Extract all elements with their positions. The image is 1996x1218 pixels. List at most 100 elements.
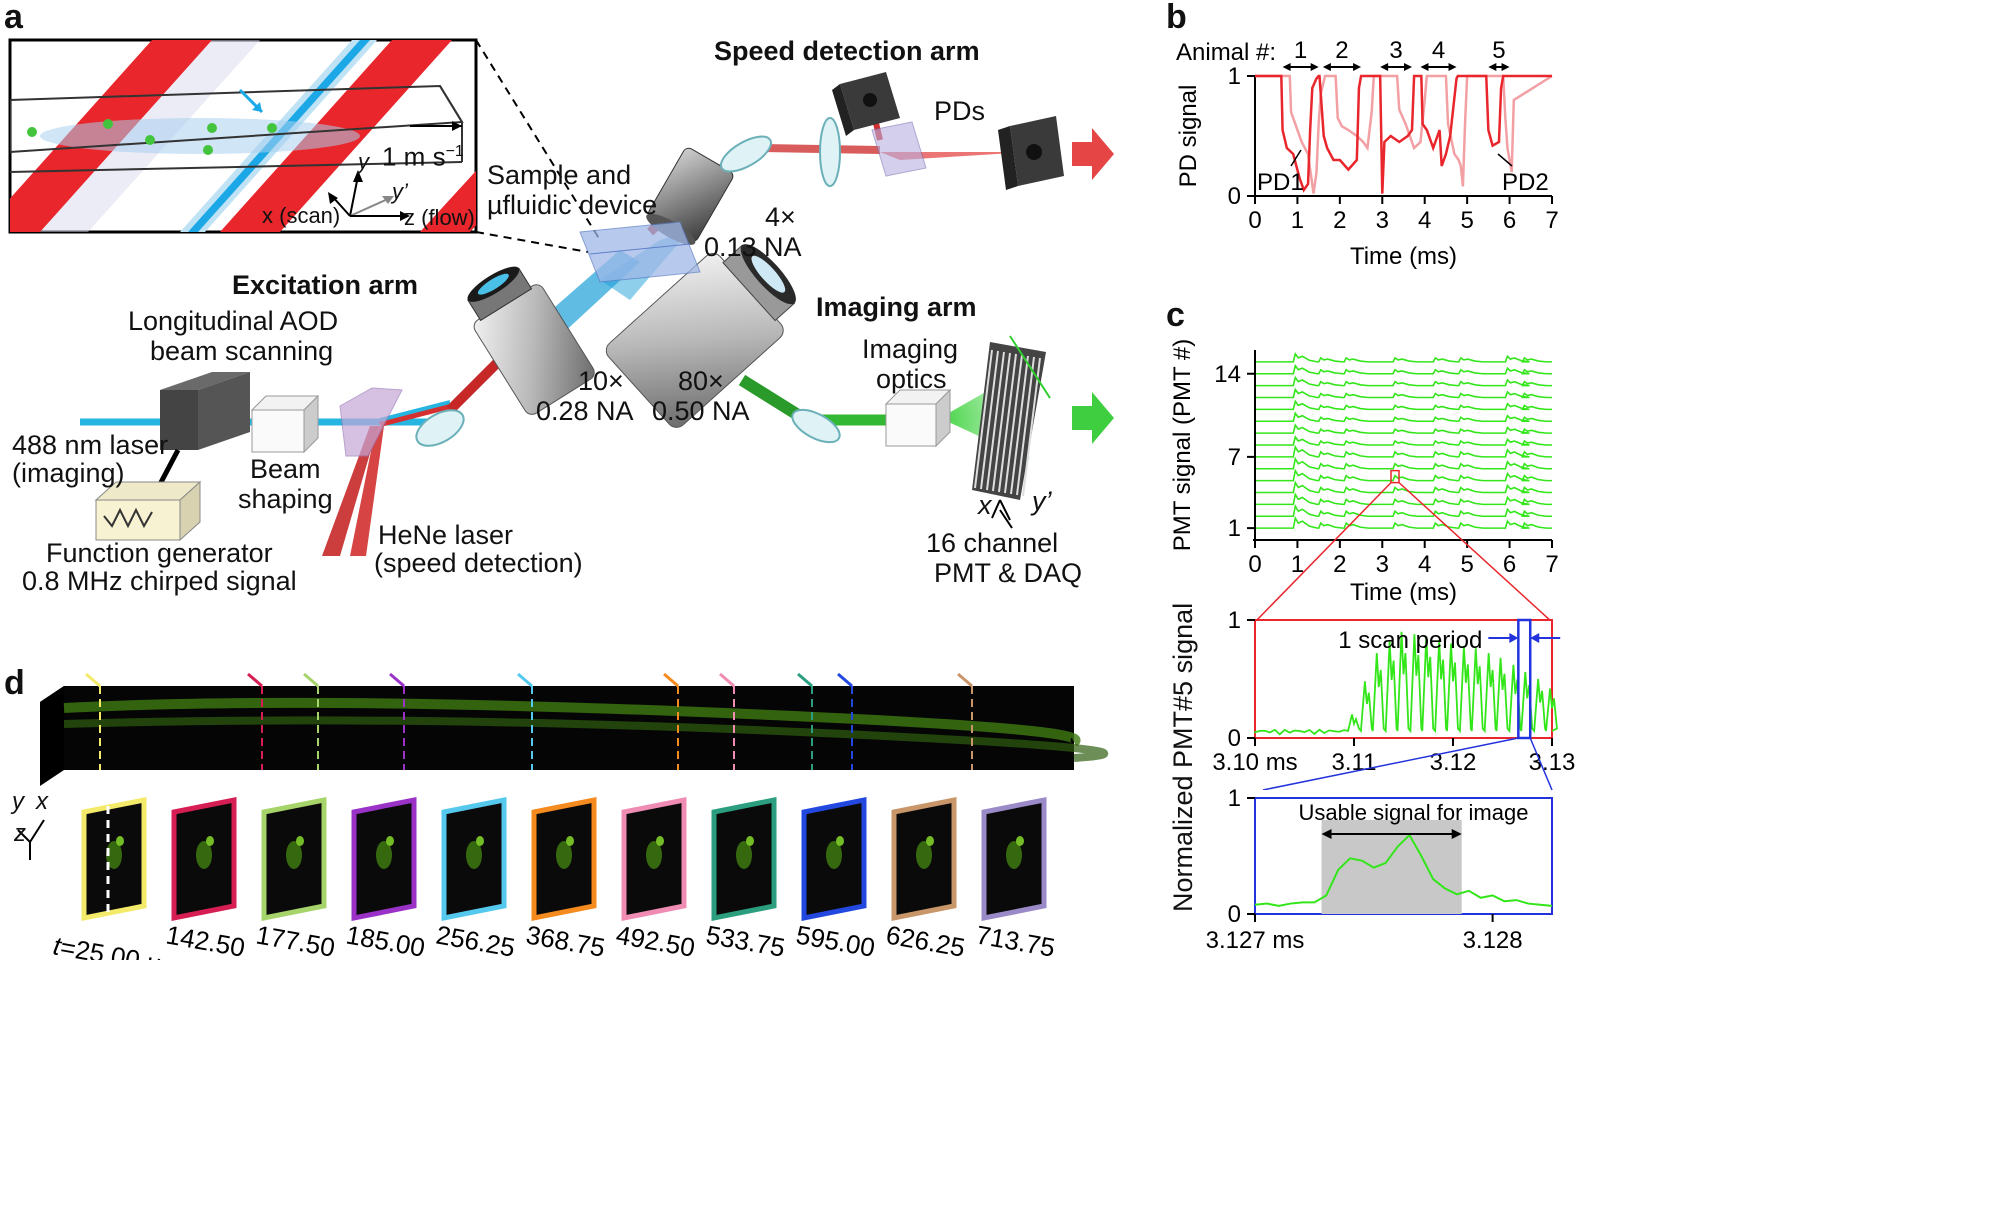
c-bot-usable-arrowhead-right (1451, 829, 1462, 839)
inset-speed: 1 m s−1 (382, 141, 464, 172)
setup-diagram (8, 38, 1114, 556)
d-strip-marker-top (957, 672, 973, 688)
b-legend-pd2: PD2 (1502, 169, 1549, 196)
c-top-xlabel: Time (ms) (1350, 579, 1457, 606)
aod-device (155, 372, 250, 490)
c-top-xtick-label: 1 (1291, 551, 1304, 578)
d-frame-signal-bright (116, 836, 124, 846)
d-frame-signal (916, 841, 932, 869)
c-top-zoom-box (1390, 469, 1400, 484)
objective-80x (605, 244, 796, 428)
d-strip-marker-top (389, 672, 405, 688)
b-ytick-label: 1 (1228, 63, 1241, 90)
d-strip-marker-top (719, 672, 735, 688)
c-top-channel-trace (1255, 504, 1552, 518)
d-strip-marker-top (663, 672, 679, 688)
sample-label-2: µfluidic device (487, 190, 658, 220)
c-top-zoom-line-right (1398, 482, 1551, 620)
d-frame-signal (466, 841, 482, 869)
b-animal-label: Animal #: (1176, 39, 1276, 66)
c-mid-period-arrowhead-left (1509, 633, 1519, 643)
c-normalized-ylabel: Normalized PMT#5 signal (1168, 602, 1198, 912)
inset-axis-yp: y’ (392, 179, 408, 204)
pmt-axis-y: y’ (1032, 486, 1052, 516)
c-mid-zoom-line-right (1529, 737, 1553, 790)
d-strip-marker-top (247, 672, 263, 688)
b-xtick-label: 2 (1333, 207, 1346, 234)
d-strip-signal (63, 697, 1081, 747)
hene-label: HeNe laser (378, 520, 514, 550)
d-frame-signal (376, 841, 392, 869)
d-frame-time: 533.75 (704, 919, 788, 960)
d-strip-marker-top (837, 672, 853, 688)
d-axis-y: y (12, 788, 24, 815)
inset-axis-z: z (flow) (404, 205, 475, 230)
obj10-mag: 10× (578, 366, 624, 396)
c-top-channel-trace (1255, 515, 1552, 529)
pds-label: PDs (934, 96, 986, 126)
beam-shaping-box (250, 394, 320, 454)
b-pd2-pointer (1497, 153, 1513, 167)
b-animal-arrowhead (1322, 63, 1331, 71)
b-animal-arrowhead (1310, 63, 1319, 71)
b-animal-arrowhead (1403, 63, 1412, 71)
c-mid-zoom-line-left (1262, 737, 1519, 790)
b-series-pd1 (1255, 74, 1552, 194)
inset-axis-x: x (scan) (262, 203, 341, 228)
c-top-ytick-label: 7 (1228, 444, 1241, 471)
c-mid-annotation: 1 scan period (1338, 627, 1482, 654)
imaging-arm-title: Imaging arm (816, 292, 977, 322)
d-frame-signal-bright (566, 836, 574, 846)
d-frame-signal-bright (1016, 836, 1024, 846)
d-axis-z: z (14, 820, 26, 847)
d-strip-signal-2 (63, 716, 1109, 762)
c-top-channel-trace (1255, 375, 1552, 387)
c-top-ytick-label: 14 (1214, 361, 1241, 388)
d-frame-time: 713.75 (974, 919, 1058, 960)
b-animal-number: 5 (1492, 37, 1505, 64)
b-animal-arrowhead (1353, 63, 1362, 71)
d-frame-signal (196, 841, 212, 869)
c-bot-ytick-label: 0 (1228, 901, 1241, 928)
d-strip-marker-top (797, 672, 813, 688)
d-frame-signal-bright (746, 836, 754, 846)
d-frame-signal (826, 841, 842, 869)
d-frame-time: 595.00 (794, 919, 878, 960)
laser-label: 488 nm laser (12, 430, 169, 460)
output-arrow-green (1072, 392, 1114, 444)
c-top-channel-trace (1255, 492, 1552, 506)
d-frame-time-first: t=25.00 µs (51, 930, 177, 960)
b-animal-number: 4 (1432, 37, 1445, 64)
flow-inset (8, 38, 478, 234)
d-strip-side (40, 686, 64, 786)
c-mid-period-arrowhead-right (1530, 633, 1540, 643)
d-frame-signal-bright (386, 836, 394, 846)
beam-shaping-label: Beam (250, 454, 321, 484)
c-mid-trace (1254, 631, 1558, 736)
obj10-na: 0.28 NA (536, 396, 634, 426)
c-top-channel-trace (1255, 387, 1552, 399)
c-top-channel-trace (1255, 352, 1552, 363)
d-frame-time: 185.00 (344, 919, 428, 960)
c-bot-xtick-label: 3.127 ms (1206, 927, 1305, 954)
b-xtick-label: 0 (1248, 207, 1261, 234)
excitation-arm-title: Excitation arm (232, 270, 419, 300)
objective-10x (467, 266, 595, 415)
sample-slide (579, 221, 701, 283)
b-ylabel: PD signal (1175, 85, 1202, 188)
c-top-xtick-label: 3 (1376, 551, 1389, 578)
b-animal-arrowhead (1380, 63, 1389, 71)
b-xtick-label: 4 (1418, 207, 1431, 234)
pmt-label-2: PMT & DAQ (934, 558, 1083, 588)
d-frame-time: 492.50 (614, 919, 698, 960)
c-top-zoom-line-left (1255, 482, 1392, 620)
inset-axis-y: y (358, 149, 369, 174)
b-xlabel: Time (ms) (1350, 243, 1457, 270)
pd-detector-2 (998, 116, 1064, 190)
c-top-channel-trace (1255, 468, 1552, 482)
b-xtick-label: 7 (1545, 207, 1558, 234)
d-frame-signal-bright (476, 836, 484, 846)
